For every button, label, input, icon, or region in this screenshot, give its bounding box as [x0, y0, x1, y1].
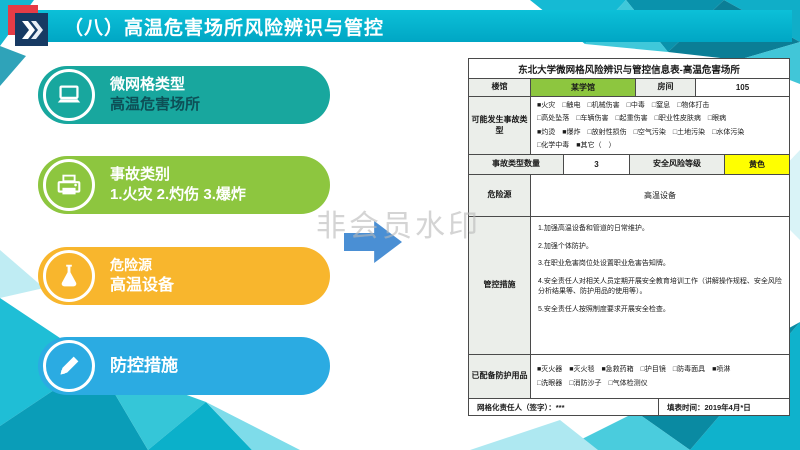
pill-title: 危险源 [110, 256, 152, 273]
accident-type-line: □化学中毒 ■其它（ ） [537, 141, 616, 149]
hazard-source-pill: 危险源 高温设备 [38, 247, 330, 305]
measure-item: 4.安全责任人对相关人员定期开展安全教育培训工作（讲解操作规程、安全风险分析结果… [538, 277, 782, 296]
ppe-line: ■灭火器 ■灭火毯 ■急救药箱 □护目镜 □防毒面具 ■喷淋 [537, 366, 731, 374]
date-cell: 填表时间：2019年4月*日 [667, 403, 751, 412]
room-label: 房间 [636, 79, 696, 96]
measures-label: 管控措施 [469, 217, 531, 354]
measures-list: 1.加强高温设备和管道的日常维护。 2.加强个体防护。 3.在职业危害岗位处设置… [531, 217, 789, 354]
building-label: 楼馆 [469, 79, 531, 96]
control-measures-pill: 防控措施 [38, 337, 330, 395]
pill-subtitle: 高温设备 [110, 276, 175, 294]
room-value: 105 [735, 83, 750, 92]
ppe-list: ■灭火器 ■灭火毯 ■急救药箱 □护目镜 □防毒面具 ■喷淋 □洗眼器 □消防沙… [531, 355, 789, 398]
pill-title: 事故类别 [110, 165, 171, 183]
pill-title: 防控措施 [110, 355, 178, 375]
printer-icon [43, 159, 95, 211]
double-chevron-icon [21, 20, 43, 39]
accident-type-line: ■火灾 □触电 □机械伤害 □中毒 □窒息 □物体打击 [537, 101, 710, 109]
table-title: 东北大学微网格风险辨识与管控信息表-高温危害场所 [518, 64, 740, 76]
micro-grid-type-pill: 微网格类型 高温危害场所 [38, 66, 330, 124]
accident-count-label: 事故类型数量 [469, 155, 564, 174]
signer-cell: 网格化责任人（签字）：*** [469, 399, 659, 416]
pill-subtitle: 1.火灾 2.灼伤 3.爆炸 [110, 186, 246, 203]
building-value: 某学馆 [531, 79, 636, 96]
hazard-source-label: 危险源 [469, 175, 531, 216]
info-table: 东北大学微网格风险辨识与管控信息表-高温危害场所 楼馆 某学馆 房间 105 可… [468, 58, 790, 416]
laptop-icon [43, 69, 95, 121]
ppe-line: □洗眼器 □消防沙子 □气体检测仪 [537, 379, 648, 387]
measure-item: 1.加强高温设备和管道的日常维护。 [538, 225, 649, 232]
accident-type-line: □高处坠落 □车辆伤害 □起重伤害 □职业性皮肤病 □眼病 [537, 115, 727, 123]
pill-title: 微网格类型 [110, 75, 186, 93]
accident-type-line: ■灼烫 ■爆炸 □放射性损伤 □空气污染 □土地污染 □水体污染 [537, 128, 745, 136]
accident-count-value: 3 [564, 155, 630, 174]
risk-level-value: 黄色 [725, 155, 789, 174]
accident-types-list: ■火灾 □触电 □机械伤害 □中毒 □窒息 □物体打击 □高处坠落 □车辆伤害 … [531, 97, 789, 154]
accident-types-label: 可能发生事故类型 [469, 97, 531, 154]
logo-navy-square [15, 13, 48, 46]
accident-category-pill: 事故类别 1.火灾 2.灼伤 3.爆炸 [38, 156, 330, 214]
measure-item: 2.加强个体防护。 [538, 242, 593, 250]
pencil-icon [43, 340, 95, 392]
risk-level-label: 安全风险等级 [630, 155, 725, 174]
hazard-source-value: 高温设备 [644, 191, 676, 200]
header-bar: （八）高温危害场所风险辨识与管控 [30, 10, 792, 42]
page-title: （八）高温危害场所风险辨识与管控 [64, 17, 385, 39]
pill-subtitle: 高温危害场所 [110, 96, 201, 113]
measure-item: 5.安全责任人按照制度要求开展安全检查。 [538, 305, 670, 313]
ppe-label: 已配备防护用品 [469, 355, 531, 398]
measure-item: 3.在职业危害岗位处设置职业危害告知牌。 [538, 260, 670, 267]
flask-icon [43, 250, 95, 302]
